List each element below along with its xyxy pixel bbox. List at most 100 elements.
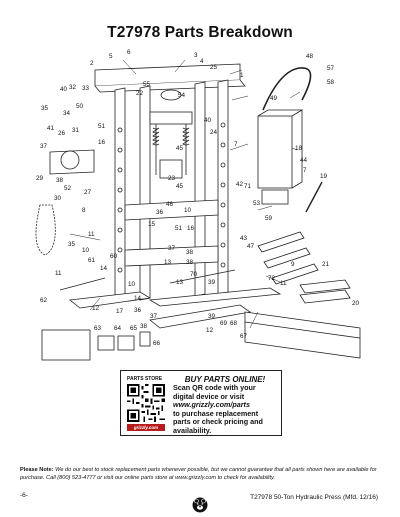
callout-label: 11 xyxy=(280,280,287,287)
buy-parts-text: Scan QR code with your digital device or… xyxy=(173,383,277,436)
callout-label: 32 xyxy=(69,84,77,91)
callout-label: 2 xyxy=(90,60,94,67)
callout-label: 38 xyxy=(56,177,64,184)
callout-label: 38 xyxy=(186,249,194,256)
callout-label: 10 xyxy=(82,247,90,254)
callout-label: 18 xyxy=(295,145,303,152)
callout-label: 41 xyxy=(47,125,55,132)
callout-label: 22 xyxy=(136,90,144,97)
callout-label: 11 xyxy=(55,270,62,277)
buy-parts-heading: BUY PARTS ONLINE! xyxy=(184,375,266,384)
callout-label: 52 xyxy=(64,185,72,192)
callout-label: 17 xyxy=(116,308,124,315)
callout-label: 13 xyxy=(176,279,184,286)
callout-label: 38 xyxy=(186,259,194,266)
callout-label: 14 xyxy=(134,295,142,302)
callout-label: 24 xyxy=(210,129,218,136)
callout-label: 12 xyxy=(206,327,214,334)
callout-label: 51 xyxy=(175,225,183,232)
callout-label: 65 xyxy=(130,325,138,332)
callout-label: 7 xyxy=(234,141,238,148)
callout-label: 71 xyxy=(244,183,252,190)
note-text: We do our best to stock replacement part… xyxy=(20,467,377,481)
callout-label: 37 xyxy=(150,313,158,320)
callout-label: 12 xyxy=(92,305,100,312)
callout-label: 68 xyxy=(230,320,238,327)
callout-label: 40 xyxy=(60,86,68,93)
callout-label: 40 xyxy=(204,117,212,124)
callout-label: 39 xyxy=(208,313,216,320)
callout-label: 31 xyxy=(72,127,80,134)
callout-label: 42 xyxy=(236,181,244,188)
callout-label: 16 xyxy=(187,225,195,232)
callout-label: 39 xyxy=(208,279,216,286)
parts-store-box: PARTS STORE grizzly.com BUY PARTS ONLINE… xyxy=(120,370,282,436)
callout-label: 8 xyxy=(82,207,86,214)
callout-label: 45 xyxy=(176,145,184,152)
callout-label: 54 xyxy=(178,92,186,99)
callout-label: 45 xyxy=(176,183,184,190)
callout-label: 70 xyxy=(190,271,198,278)
callout-label: 27 xyxy=(84,189,92,196)
callout-label: 47 xyxy=(247,243,255,250)
callout-label: 35 xyxy=(68,241,76,248)
callout-label: 58 xyxy=(327,79,335,86)
callout-label: 19 xyxy=(320,173,328,180)
callout-label: 36 xyxy=(134,307,142,314)
callout-label: 35 xyxy=(41,105,49,112)
callout-label: 1 xyxy=(240,72,244,79)
note-label: Please Note: xyxy=(20,467,54,473)
buy-parts-line: digital device or visit xyxy=(173,391,245,401)
buy-parts-line: parts or check pricing and xyxy=(173,417,263,427)
buy-parts-line: availability. xyxy=(173,425,212,435)
buy-parts-url: www.grizzly.com/parts xyxy=(173,400,250,410)
callout-label: 61 xyxy=(88,257,96,264)
callout-label: 59 xyxy=(265,215,273,222)
callout-label: 15 xyxy=(148,221,156,228)
callout-label: 4 xyxy=(200,58,204,65)
qr-code-icon xyxy=(127,384,165,422)
callout-label: 49 xyxy=(270,95,278,102)
callout-label: 60 xyxy=(110,253,118,260)
callout-label: 37 xyxy=(168,245,176,252)
callout-label: 6 xyxy=(127,49,131,56)
callout-label: 46 xyxy=(166,201,174,208)
callout-label: 33 xyxy=(82,85,90,92)
callout-label: 38 xyxy=(140,323,148,330)
callout-label: 9 xyxy=(291,261,295,268)
grizzly-brand-tag: grizzly.com xyxy=(127,424,165,431)
callout-labels: 5 6 3 4 25 1 2 55 22 54 40 32 33 35 34 5… xyxy=(36,49,360,347)
callout-label: 10 xyxy=(128,281,136,288)
callout-label: 16 xyxy=(98,139,106,146)
callout-label: 29 xyxy=(36,175,44,182)
callout-label: 5 xyxy=(109,53,113,60)
callout-label: 48 xyxy=(306,53,314,60)
callout-label: 3 xyxy=(194,52,198,59)
callout-label: 43 xyxy=(240,235,248,242)
callout-label: 26 xyxy=(58,130,66,137)
callout-label: 14 xyxy=(100,265,108,272)
callout-label: 10 xyxy=(184,207,192,214)
page-title: T27978 Parts Breakdown xyxy=(107,24,293,41)
callout-label: 72 xyxy=(268,275,276,282)
callout-label: 13 xyxy=(164,259,172,266)
callout-label: 63 xyxy=(94,325,102,332)
callout-label: 23 xyxy=(168,175,176,182)
callout-label: 37 xyxy=(40,143,48,150)
callout-label: 66 xyxy=(153,340,161,347)
callout-label: 21 xyxy=(322,261,330,268)
callout-label: 53 xyxy=(253,200,261,207)
callout-label: 51 xyxy=(98,123,106,130)
footer-model: T27978 50-Ton Hydraulic Press (Mfd. 12/1… xyxy=(250,494,378,501)
grizzly-bear-logo-icon xyxy=(192,497,208,513)
callout-label: 44 xyxy=(300,157,308,164)
callout-label: 36 xyxy=(156,209,164,216)
buy-parts-line: Scan QR code with your xyxy=(173,383,256,392)
callout-label: 55 xyxy=(143,81,151,88)
callout-label: 25 xyxy=(210,64,218,71)
callout-label: 57 xyxy=(327,65,335,72)
callout-label: 50 xyxy=(76,103,84,110)
buy-parts-line: to purchase replacement xyxy=(173,408,259,418)
please-note: Please Note: We do our best to stock rep… xyxy=(20,466,382,482)
callout-label: 62 xyxy=(40,297,48,304)
